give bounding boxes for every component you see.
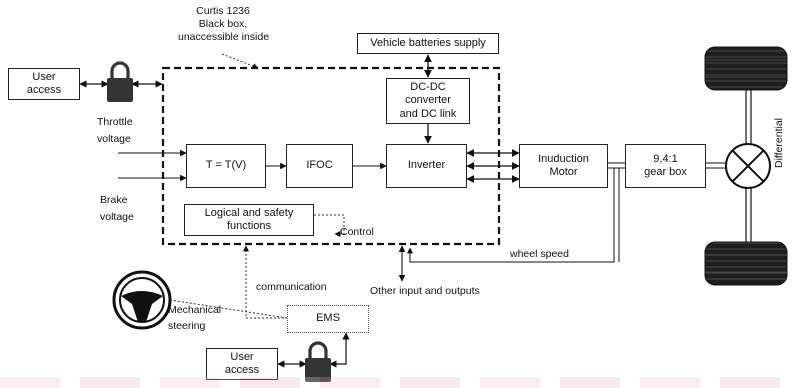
user-access-box-bottom: User access xyxy=(206,348,278,380)
induction-motor-box: Inuduction Motor xyxy=(519,144,608,188)
mechanical-steering-label: Mechanical steering xyxy=(168,304,221,333)
differential-label: Differential xyxy=(773,118,785,168)
annotation-line: Curtis 1236 xyxy=(196,5,250,17)
box-label: functions xyxy=(226,220,272,232)
ems-box: EMS xyxy=(287,305,369,333)
box-label: User xyxy=(230,350,254,363)
box-label: gear box xyxy=(644,166,687,178)
label-line: voltage xyxy=(97,133,131,146)
box-label: and DC link xyxy=(399,107,457,120)
blackbox-annotation: Curtis 1236 Black box, unaccessible insi… xyxy=(178,5,270,44)
label-line: steering xyxy=(168,320,206,333)
tire-icon xyxy=(704,241,788,286)
lock-icon xyxy=(305,341,331,382)
box-label: 9,4:1 xyxy=(653,152,678,165)
annotation-leader xyxy=(221,53,259,69)
tire-icon xyxy=(704,46,788,91)
logic-safety-box: Logical and safety functions xyxy=(184,204,314,236)
label-line: Brake xyxy=(100,194,128,206)
other-io-label: Other input and outputs xyxy=(370,285,480,297)
label-line: voltage xyxy=(100,211,134,224)
vehicle-batteries-box: Vehicle batteries supply xyxy=(357,33,499,54)
box-label: IFOC xyxy=(306,159,333,172)
label-line: Throttle xyxy=(97,116,133,128)
box-label: access xyxy=(224,364,260,376)
user-access-box-top: User access xyxy=(8,68,80,100)
differential-icon xyxy=(725,143,771,189)
control-label: Control xyxy=(340,226,374,238)
inverter-box: Inverter xyxy=(386,144,467,188)
label-line: Mechanical xyxy=(168,304,222,316)
box-label: User xyxy=(32,70,56,83)
annotation-line: Black box, xyxy=(198,18,248,31)
dcdc-converter-box: DC-DC converter and DC link xyxy=(386,78,470,124)
communication-label: communication xyxy=(256,281,327,293)
box-label: Inverter xyxy=(407,159,446,172)
torque-box: T = T(V) xyxy=(186,144,266,188)
steering-wheel-icon xyxy=(112,270,172,330)
box-label: Vehicle batteries supply xyxy=(370,36,486,49)
ifoc-box: IFOC xyxy=(286,144,353,188)
annotation-line: unaccessible inside xyxy=(178,31,270,44)
box-label: converter xyxy=(405,94,451,107)
lock-icon xyxy=(107,61,133,102)
box-label: EMS xyxy=(316,312,340,325)
box-label: Motor xyxy=(549,166,578,178)
wheel-speed-label: wheel speed xyxy=(510,248,569,260)
bottom-decor-strip xyxy=(0,377,799,388)
box-label: access xyxy=(26,84,62,96)
box-label: DC-DC xyxy=(410,81,446,94)
brake-label: Brake voltage xyxy=(100,194,134,224)
box-label: Logical and safety xyxy=(204,206,294,219)
box-label: Inuduction xyxy=(538,152,589,165)
box-label: T = T(V) xyxy=(205,159,247,172)
throttle-label: Throttle voltage xyxy=(97,116,133,146)
gearbox-box: 9,4:1 gear box xyxy=(625,144,706,188)
